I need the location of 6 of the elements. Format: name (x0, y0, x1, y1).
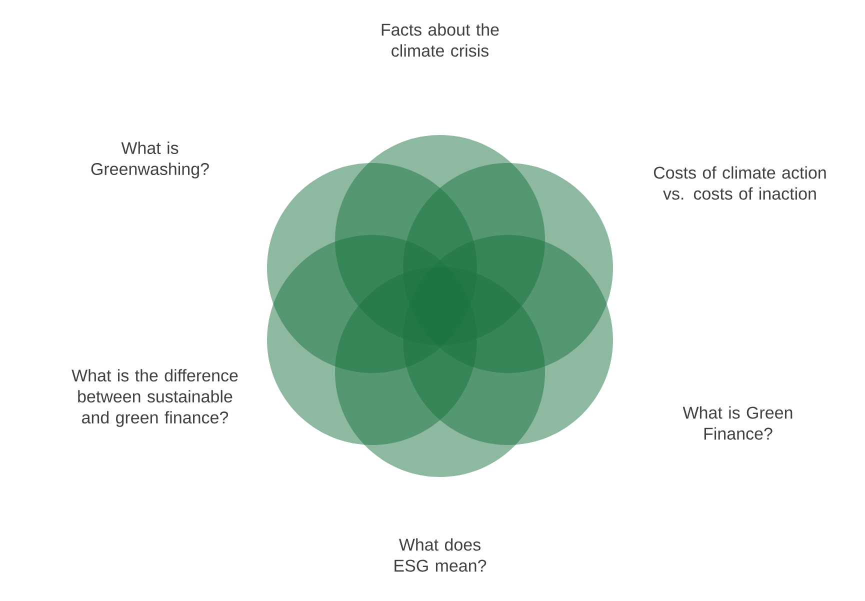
topic-label: What does ESG mean? (394, 538, 486, 572)
topic-label: What is Green Finance? (682, 406, 792, 440)
topic-label: What is Greenwashing? (91, 142, 209, 178)
topic-label: Costs of climate action vs. costs of inaction (654, 166, 826, 200)
topic-label: What is the difference between sustainable and green finance? (72, 369, 238, 427)
topic-label: Facts about the climate crisis (382, 23, 499, 57)
